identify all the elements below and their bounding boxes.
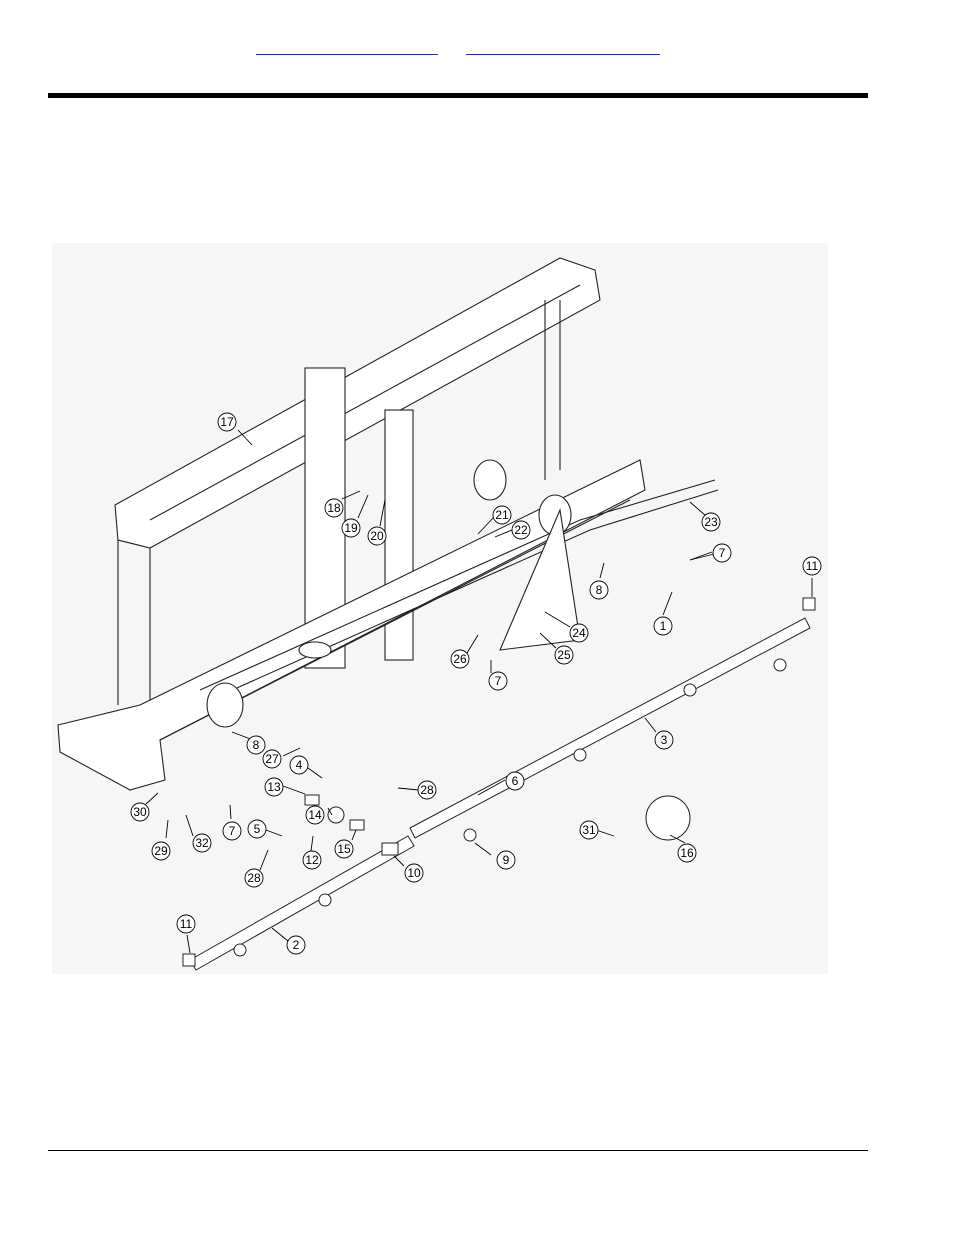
svg-text:28: 28 (420, 783, 434, 797)
callout-28-a: 28 (418, 781, 436, 799)
callout-12: 12 (303, 851, 321, 869)
svg-text:15: 15 (337, 842, 351, 856)
callout-23: 23 (702, 513, 720, 531)
callout-21: 21 (493, 506, 511, 524)
header-link-left[interactable] (256, 40, 438, 55)
svg-text:2: 2 (293, 938, 300, 952)
svg-text:28: 28 (247, 871, 261, 885)
svg-text:3: 3 (661, 733, 668, 747)
callout-25: 25 (555, 646, 573, 664)
callout-15: 15 (335, 840, 353, 858)
callout-20: 20 (368, 527, 386, 545)
callout-9: 9 (497, 851, 515, 869)
svg-text:10: 10 (407, 866, 421, 880)
callout-2: 2 (287, 936, 305, 954)
callout-19: 19 (342, 519, 360, 537)
header-link-right[interactable] (466, 40, 660, 55)
callout-11-b: 11 (177, 915, 195, 933)
svg-text:24: 24 (572, 626, 586, 640)
svg-text:30: 30 (133, 805, 147, 819)
svg-text:7: 7 (719, 546, 726, 560)
svg-text:29: 29 (154, 844, 168, 858)
callout-7-a: 7 (713, 544, 731, 562)
svg-text:11: 11 (180, 917, 193, 931)
callout-16: 16 (678, 844, 696, 862)
svg-text:12: 12 (305, 853, 319, 867)
svg-text:31: 31 (582, 823, 596, 837)
callout-4: 4 (290, 756, 308, 774)
callout-18: 18 (325, 499, 343, 517)
callout-28-b: 28 (245, 869, 263, 887)
svg-text:8: 8 (253, 738, 260, 752)
svg-text:19: 19 (344, 521, 358, 535)
svg-text:9: 9 (503, 853, 510, 867)
callout-13: 13 (265, 778, 283, 796)
svg-text:1: 1 (660, 619, 667, 633)
callout-11-a: 11 (803, 557, 821, 575)
svg-text:23: 23 (704, 515, 718, 529)
header-rule (48, 93, 868, 98)
svg-text:6: 6 (512, 774, 519, 788)
frame-drawing (58, 258, 815, 970)
svg-text:8: 8 (596, 583, 603, 597)
callout-14: 14 (306, 806, 324, 824)
callout-7-b: 7 (489, 672, 507, 690)
svg-text:20: 20 (370, 529, 384, 543)
callout-7-c: 7 (223, 822, 241, 840)
parts-diagram: 1 2 3 4 5 6 7 8 9 10 11 11 12 13 14 15 1… (52, 243, 828, 974)
callout-8-a: 8 (590, 581, 608, 599)
svg-text:25: 25 (557, 648, 571, 662)
callout-24: 24 (570, 624, 588, 642)
callout-30: 30 (131, 803, 149, 821)
callout-10: 10 (405, 864, 423, 882)
footer-rule (48, 1150, 868, 1151)
svg-text:11: 11 (806, 559, 819, 573)
svg-text:5: 5 (254, 822, 261, 836)
svg-text:26: 26 (453, 652, 467, 666)
svg-text:14: 14 (308, 808, 322, 822)
svg-text:17: 17 (220, 415, 234, 429)
svg-text:22: 22 (514, 523, 528, 537)
callout-31: 31 (580, 821, 598, 839)
callout-17: 17 (218, 413, 236, 431)
callout-32: 32 (193, 834, 211, 852)
callout-26: 26 (451, 650, 469, 668)
callout-6: 6 (506, 772, 524, 790)
callout-8-b: 8 (247, 736, 265, 754)
svg-text:18: 18 (327, 501, 341, 515)
callout-22: 22 (512, 521, 530, 539)
svg-text:16: 16 (680, 846, 694, 860)
svg-text:4: 4 (296, 758, 303, 772)
callout-5: 5 (248, 820, 266, 838)
svg-text:13: 13 (267, 780, 281, 794)
svg-text:21: 21 (495, 508, 509, 522)
svg-text:7: 7 (495, 674, 502, 688)
callout-29: 29 (152, 842, 170, 860)
callout-27: 27 (263, 750, 281, 768)
callout-3: 3 (655, 731, 673, 749)
svg-text:32: 32 (195, 836, 209, 850)
callout-1: 1 (654, 617, 672, 635)
svg-text:7: 7 (229, 824, 236, 838)
svg-text:27: 27 (265, 752, 279, 766)
